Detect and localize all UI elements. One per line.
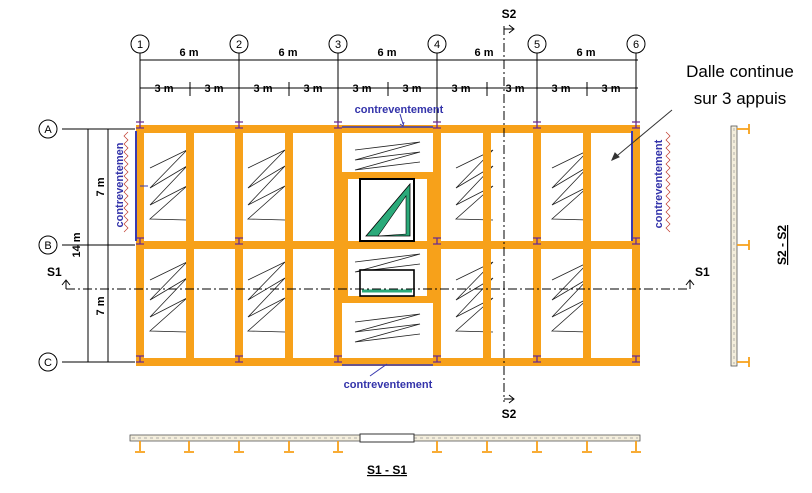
top-dimension-lines [139,52,638,128]
axis-bubble-C: C [38,352,58,372]
axis-bubble-1: 1 [130,34,150,54]
beam-axis-2 [235,125,243,366]
joist [583,125,591,366]
dim-6m-label: 6 m [475,47,494,59]
beam-axis-B [136,241,640,249]
section-label-s2-top: S2 [502,7,517,21]
joist [285,125,293,366]
axis-bubble-B: B [38,235,58,255]
section-s2-title: S2 - S2 [775,225,789,265]
axis-bubble-4: 4 [427,34,447,54]
trimmer-beam [338,172,437,179]
column-markers [136,121,640,363]
beam-axis-6 [632,125,640,366]
bracing-label-left: contreventemen [114,142,126,227]
beam-axis-C [136,358,640,366]
bracing-zigzag-left [123,131,129,233]
slab-hatching [148,141,590,343]
dim-3m-label: 3 m [403,83,422,95]
bracing-zigzag-right [665,131,671,233]
dim-3m-label: 3 m [254,83,273,95]
trimmer-beam [341,179,348,296]
dim-3m-label: 3 m [304,83,323,95]
joist [483,125,491,366]
beam-grid [136,125,640,366]
axis-bubble-A: A [38,119,58,139]
section-label-s2-bottom: S2 [502,407,517,421]
svg-text:6: 6 [633,39,639,51]
dim-3m-label: 3 m [602,83,621,95]
dim-6m-label: 6 m [180,47,199,59]
section-label-s1-left: S1 [47,265,62,279]
axis-bubble-2: 2 [229,34,249,54]
axis-bubble-6: 6 [626,34,646,54]
axis-bubble-3: 3 [328,34,348,54]
dim-3m-label: 3 m [452,83,471,95]
beam-axis-4 [433,125,441,366]
stair-opening [359,178,415,297]
axis-bubble-5: 5 [527,34,547,54]
dim-3m-label: 3 m [205,83,224,95]
svg-text:2: 2 [236,39,242,51]
svg-text:4: 4 [434,39,440,51]
dim-3m-label: 3 m [506,83,525,95]
beam-axis-A [136,125,640,133]
bracing-label-top: contreventement [355,104,444,116]
svg-text:5: 5 [534,39,540,51]
svg-text:1: 1 [137,39,143,51]
bracing-label-right: contreventement [653,139,665,228]
svg-text:B: B [44,240,51,252]
section-line-s2 [503,24,515,404]
bracing-label-bottom: contreventement [344,379,433,391]
section-line-s1 [61,279,695,290]
section-s1-title: S1 - S1 [367,463,407,477]
dim-6m-label: 6 m [577,47,596,59]
dim-6m-label: 6 m [378,47,397,59]
dim-3m-label: 3 m [552,83,571,95]
beam-axis-3 [334,125,342,366]
dim-3m-label: 3 m [155,83,174,95]
dim-7m-bc-label: 7 m [95,296,107,315]
trimmer-beam [338,296,437,303]
dim-3m-label: 3 m [353,83,372,95]
beam-axis-1 [136,125,144,366]
joist [186,125,194,366]
dim-14m-label: 14 m [71,232,83,257]
trimmer-beam [427,179,434,296]
beam-axis-5 [533,125,541,366]
callout-line-2: sur 3 appuis [694,89,787,108]
section-s1-drawing [129,433,641,453]
section-s2-drawing [730,124,750,367]
svg-text:3: 3 [335,39,341,51]
svg-text:C: C [44,357,52,369]
svg-text:A: A [44,124,52,136]
dim-7m-ab-label: 7 m [95,177,107,196]
section-label-s1-right: S1 [695,265,710,279]
callout-leader [611,109,673,161]
left-dimension-lines [62,128,135,363]
callout-line-1: Dalle continue [686,62,794,81]
bracing-lines [135,113,633,377]
dim-6m-label: 6 m [279,47,298,59]
